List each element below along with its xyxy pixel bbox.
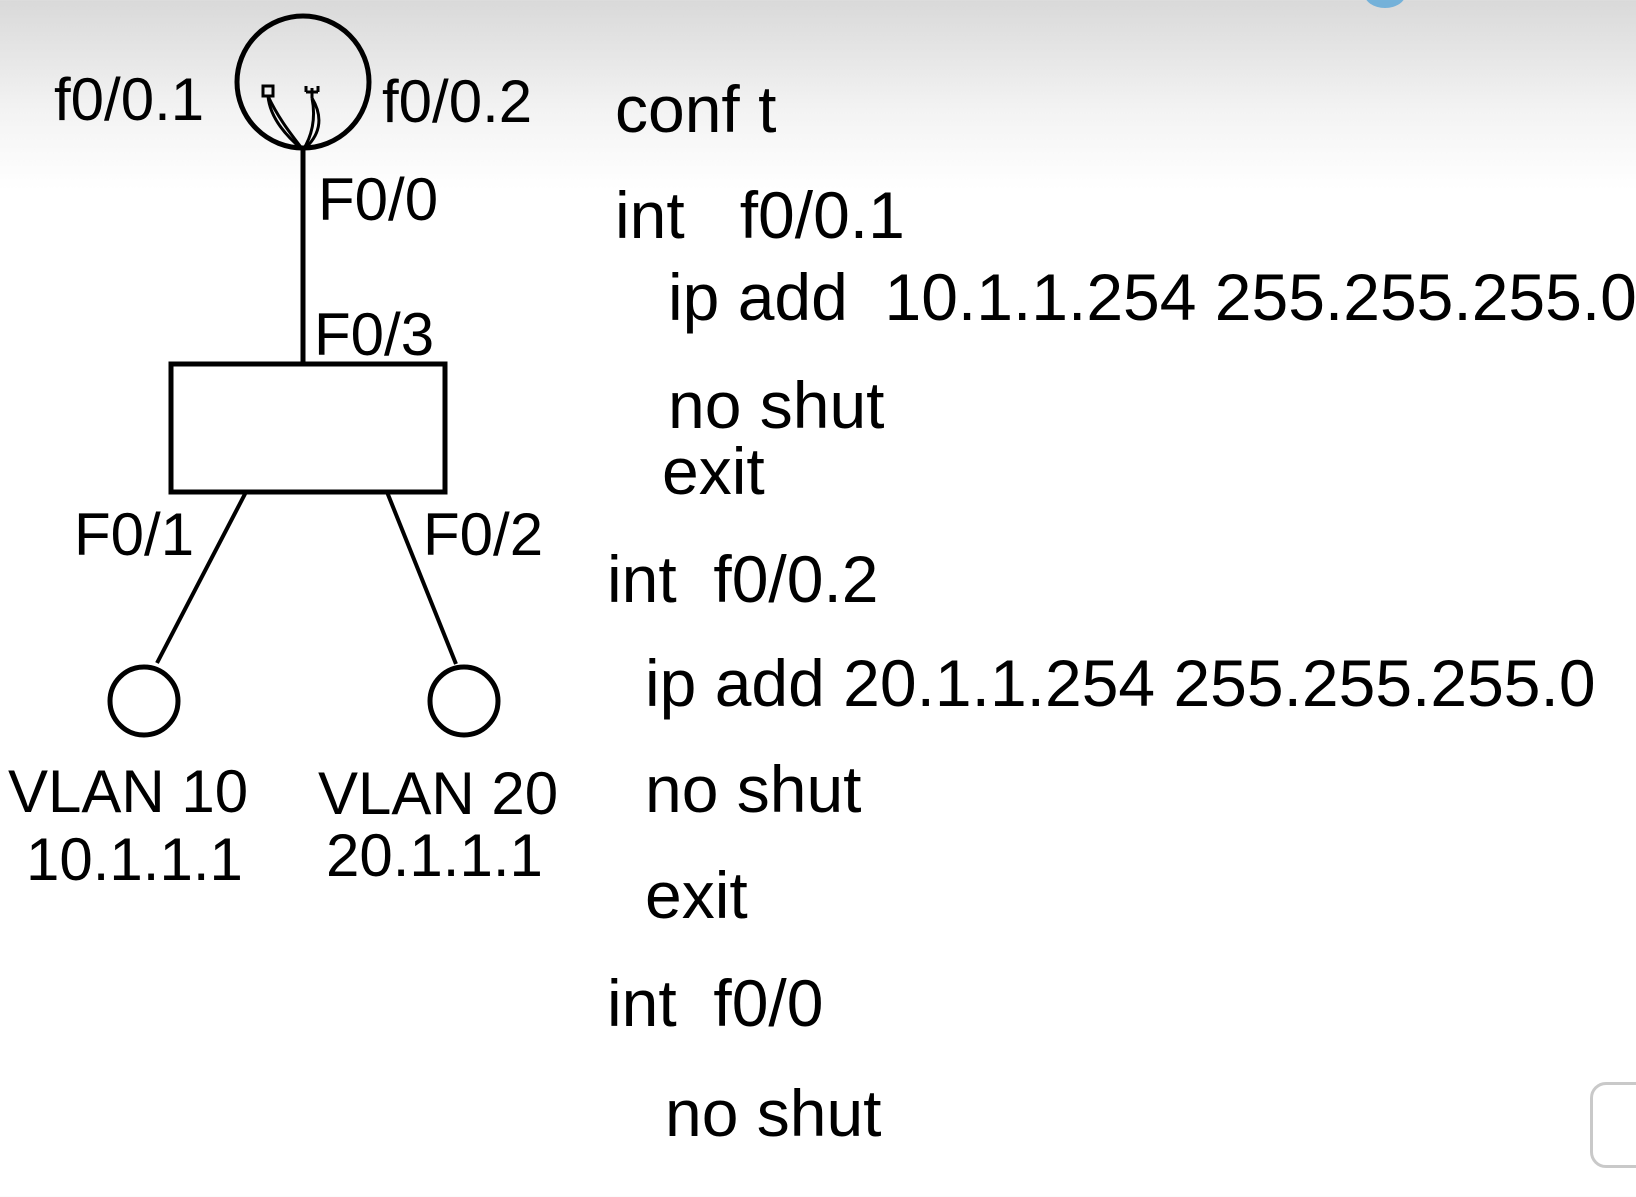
network-topology-diagram: f0/0.1 f0/0.2 F0/0 F0/3 F0/1 F0/2 VLAN 1… — [8, 13, 558, 893]
player-control-button[interactable] — [1590, 1082, 1636, 1168]
switch-host1-link — [155, 491, 248, 664]
router-subinterface-icon — [261, 84, 321, 152]
label-router-sub2: f0/0.2 — [382, 68, 532, 135]
label-switch-port2: F0/2 — [423, 501, 543, 568]
command-line: int f0/0.1 — [615, 178, 905, 252]
command-line: exit — [645, 858, 748, 932]
host2-node — [427, 664, 501, 738]
command-line: int f0/0 — [607, 966, 824, 1040]
switch-host2-link — [385, 491, 458, 665]
host1-node — [107, 664, 181, 738]
command-line: exit — [662, 434, 765, 508]
label-switch-uplink: F0/3 — [314, 301, 434, 368]
command-line: no shut — [665, 1076, 882, 1150]
label-router-sub1: f0/0.1 — [54, 66, 204, 133]
command-line: int f0/0.2 — [607, 542, 879, 616]
command-line: ip add 10.1.1.254 255.255.255.0 — [668, 260, 1636, 334]
label-switch-port1: F0/1 — [74, 501, 194, 568]
label-router-port: F0/0 — [318, 166, 438, 233]
label-host2-vlan: VLAN 20 — [318, 760, 558, 827]
label-host1-ip: 10.1.1.1 — [26, 826, 243, 893]
router-node — [234, 13, 372, 151]
label-host1-vlan: VLAN 10 — [8, 758, 248, 825]
command-line: conf t — [615, 72, 777, 146]
label-host2-ip: 20.1.1.1 — [326, 822, 543, 889]
switch-node — [168, 361, 448, 495]
command-line: no shut — [645, 752, 862, 826]
command-line: no shut — [668, 368, 885, 442]
corner-decoration — [1364, 0, 1406, 8]
command-line: ip add 20.1.1.254 255.255.255.0 — [645, 646, 1596, 720]
